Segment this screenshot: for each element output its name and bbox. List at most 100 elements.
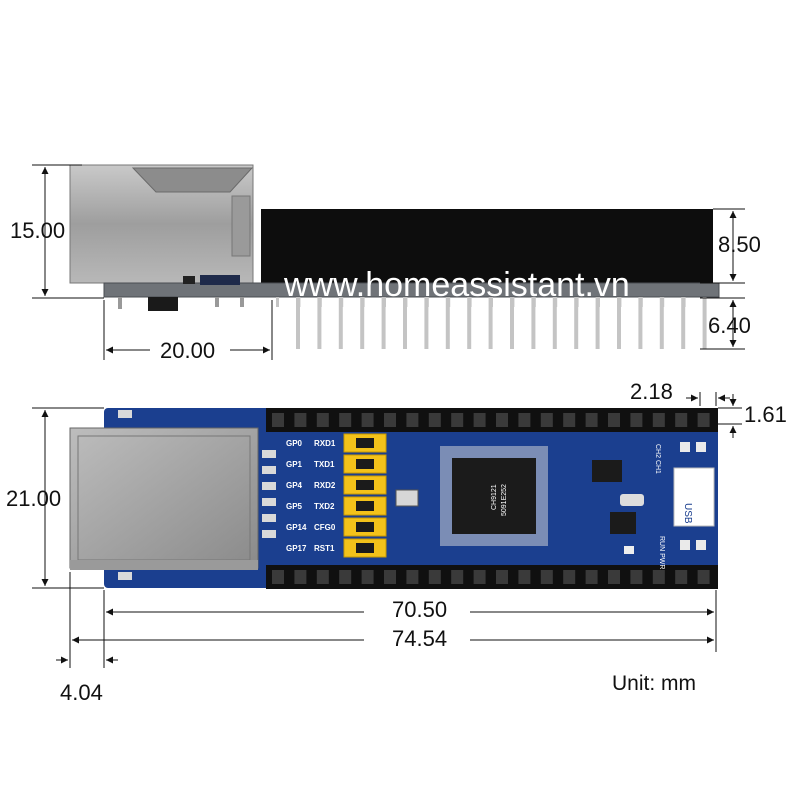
header-hole <box>518 570 531 584</box>
dim-6-40: 6.40 <box>708 313 751 338</box>
header-hole <box>697 413 710 427</box>
header-hole <box>608 413 620 427</box>
pin-gp-label: GP0 <box>286 439 303 448</box>
header-hole <box>652 413 665 427</box>
header-hole <box>675 570 688 584</box>
side-pin-stub <box>597 297 600 307</box>
pin-fn-label: RXD1 <box>314 439 336 448</box>
side-pin <box>552 297 557 349</box>
rj45-tab <box>131 167 254 193</box>
side-pin <box>381 297 386 349</box>
header-hole <box>675 413 688 427</box>
dim-20: 20.00 <box>160 338 215 363</box>
header-hole <box>496 413 508 427</box>
header-hole <box>563 413 576 427</box>
header-hole <box>316 413 329 427</box>
side-pin-stub <box>318 297 322 307</box>
side-pin-stub <box>490 297 493 307</box>
side-pin <box>702 297 707 349</box>
run-pwr-label: RUN PWR <box>658 536 665 569</box>
side-pins <box>276 297 707 349</box>
header-hole <box>630 413 643 427</box>
watermark: www.homeassistant.vn <box>283 266 630 304</box>
pin-fn-label: RXD2 <box>314 481 336 490</box>
usb-label: USB <box>682 503 693 524</box>
dim-2-18: 2.18 <box>630 379 673 404</box>
header-hole <box>473 570 486 584</box>
side-pin <box>403 297 407 349</box>
dim-21: 21.00 <box>6 486 61 511</box>
usb-connector <box>673 467 715 527</box>
side-pin <box>531 297 536 349</box>
header-holes <box>272 413 710 584</box>
jumpers <box>343 433 387 558</box>
header-hole <box>384 570 396 584</box>
jumper-slot <box>356 480 374 490</box>
header-hole <box>608 570 620 584</box>
dim-4-04: 4.04 <box>60 680 103 705</box>
header-hole <box>316 570 329 584</box>
pcb-side <box>103 282 720 298</box>
side-pin <box>488 297 493 349</box>
header-hole <box>272 570 284 584</box>
side-pin-stub <box>276 297 279 307</box>
chip-line1: CH9121 <box>491 484 498 510</box>
side-pin-stub <box>425 297 429 307</box>
header-hole <box>339 570 352 584</box>
header-hole <box>428 413 441 427</box>
side-pin-stub <box>361 297 365 307</box>
pin-fn-label: TXD2 <box>314 502 335 511</box>
header-top-row <box>266 408 718 432</box>
jumper-slot <box>356 522 374 532</box>
pin-fn-label: RST1 <box>314 544 335 553</box>
side-pin-stub <box>575 297 579 307</box>
side-pin <box>296 297 300 349</box>
dim-74-54: 74.54 <box>392 626 447 651</box>
jumper-slot <box>356 501 374 511</box>
header-bottom-row <box>266 565 718 589</box>
side-dims: 15.00 8.50 6.40 20.00 <box>10 164 761 363</box>
side-pin-stub <box>618 297 622 307</box>
header-hole <box>473 413 486 427</box>
header-hole <box>540 413 553 427</box>
left-components <box>118 410 276 580</box>
header-hole <box>406 570 419 584</box>
crystal <box>395 489 419 507</box>
header-hole <box>697 570 710 584</box>
header-hole <box>630 570 643 584</box>
jumper-slot <box>356 543 374 553</box>
chip-line2: 5091E252 <box>501 484 508 516</box>
header-hole <box>361 413 374 427</box>
top-dims: 21.00 2.18 1.61 70.50 74.54 4.04 <box>6 379 787 705</box>
header-hole <box>272 413 284 427</box>
header-hole <box>428 570 441 584</box>
unit-label: Unit: mm <box>612 672 696 695</box>
side-pin <box>617 297 621 349</box>
side-pin-stub <box>447 297 451 307</box>
ch9121-chip: CH9121 5091E252 <box>440 446 548 546</box>
header-hole <box>585 570 598 584</box>
side-pin <box>574 297 579 349</box>
side-pin-stub <box>404 297 408 307</box>
jumper-slot <box>356 438 374 448</box>
jumper-slot <box>356 459 374 469</box>
side-pin <box>659 297 664 349</box>
rj45-top <box>69 427 259 569</box>
ch-labels: CH2 CH1 <box>654 444 661 474</box>
header-hole <box>563 570 576 584</box>
dim-15: 15.00 <box>10 218 65 243</box>
side-pin <box>638 297 643 349</box>
header-hole <box>294 570 307 584</box>
side-pin <box>317 297 322 349</box>
side-pin <box>510 297 514 349</box>
header-hole <box>384 413 396 427</box>
side-pin <box>595 297 600 349</box>
side-view <box>69 164 720 349</box>
side-pin <box>360 297 365 349</box>
side-pin-stub <box>682 297 686 307</box>
header-hole <box>451 413 464 427</box>
pin-gp-label: GP1 <box>286 460 303 469</box>
side-pin <box>424 297 429 349</box>
header-hole <box>406 413 419 427</box>
